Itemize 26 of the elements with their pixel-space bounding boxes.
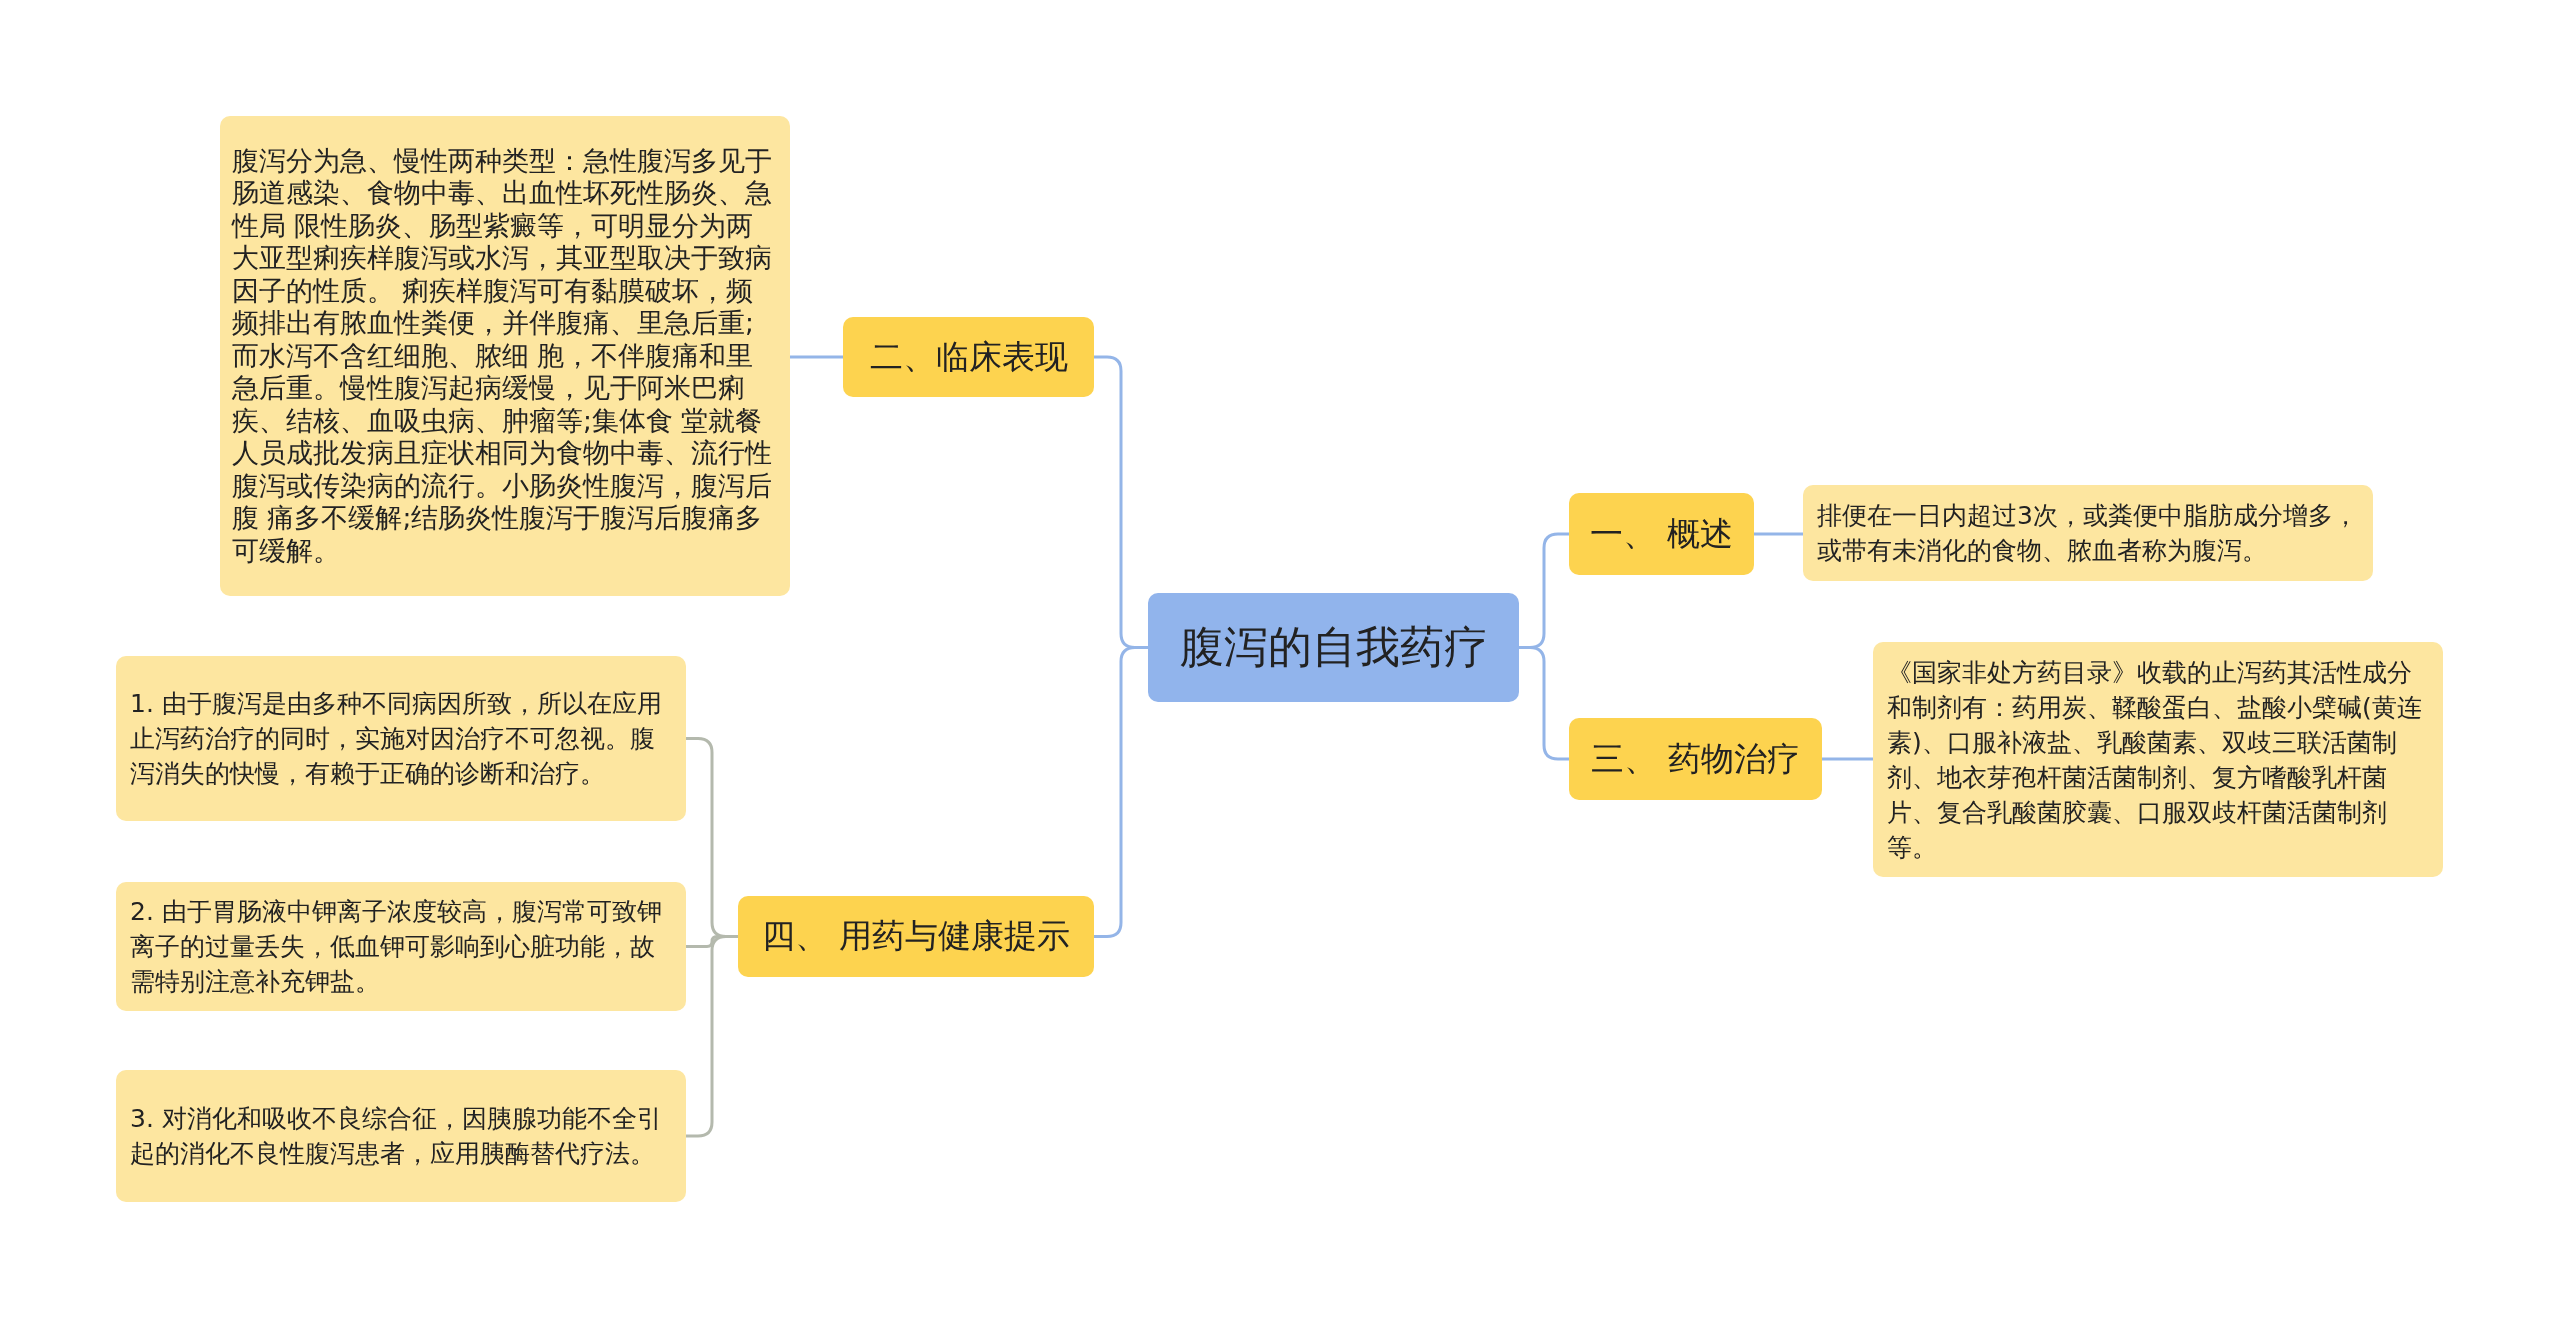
topic-text: 腹泻的自我药疗 <box>1179 620 1488 674</box>
connector-line <box>1822 757 1873 761</box>
note-text: 3. 对消化和吸收不良综合征，因胰腺功能不全引起的消化不良性腹泻患者，应用胰酶替代疗法。 <box>130 1103 663 1170</box>
topic-text: 三、 药物治疗 <box>1591 737 1800 780</box>
root-topic-box <box>1148 593 1519 702</box>
branch-topic-box <box>738 896 1094 977</box>
branch-topic-box <box>1569 718 1822 800</box>
note-text: 腹泻分为急、慢性两种类型：急性腹泻多见于肠道感染、食物中毒、出血性坏死性肠炎、急性局 限性肠炎、肠型紫癜等，可明显分为两大亚型痢疾样腹泻或水泻，其亚型取决于致病因子的性质。 痢疾样腹泻可有黏膜破坏，频频排出有脓血性粪便，并伴腹痛、里急后重;而水泻不含红细胞、脓细 胞，不伴腹痛和里急后重。慢性腹泻起病缓慢，见于阿米巴痢疾、结核、血吸虫病、肿瘤等;集体食 堂就餐人员成批发病且症状相同为食物中毒、流行性腹泻或传染病的流行。小肠炎性腹泻，腹泻后腹 痛多不缓解;结肠炎性腹泻于腹泻后腹痛多可缓解。 <box>232 144 773 568</box>
connector-line <box>1519 646 1569 761</box>
branch-topic-box <box>843 317 1094 397</box>
note-box <box>116 882 686 1011</box>
connector-line <box>790 355 843 359</box>
note-text: 1. 由于腹泻是由多种不同病因所致，所以在应用止泻药治疗的同时，实施对因治疗不可忽视。腹泻消失的快慢，有赖于正确的诊断和治疗。 <box>130 688 663 790</box>
note-box <box>220 116 790 596</box>
note-text: 《国家非处方药目录》收载的止泻药其活性成分和制剂有：药用炭、鞣酸蛋白、盐酸小檗碱(黄连素)、口服补液盐、乳酸菌素、双歧三联活菌制剂、地衣芽孢杆菌活菌制剂、复方嗜酸乳杆菌片、复合乳酸菌胶囊、口服双歧杆菌活菌制剂等。 <box>1887 656 2423 864</box>
note-box <box>1873 642 2443 877</box>
note-box <box>116 656 686 821</box>
note-box <box>1803 485 2373 581</box>
topic-text: 一、 概述 <box>1590 512 1733 555</box>
note-box <box>116 1070 686 1202</box>
topic-text: 四、 用药与健康提示 <box>762 915 1070 957</box>
branch-topic-box <box>1569 493 1754 575</box>
topic-text: 二、临床表现 <box>869 335 1068 378</box>
note-text: 排便在一日内超过3次，或粪便中脂肪成分增多，或带有未消化的食物、脓血者称为腹泻。 <box>1817 500 2359 567</box>
note-text: 2. 由于胃肠液中钾离子浓度较高，腹泻常可致钾离子的过量丢失，低血钾可影响到心脏功能，故需特别注意补充钾盐。 <box>130 896 663 998</box>
connector-line <box>1754 532 1803 536</box>
